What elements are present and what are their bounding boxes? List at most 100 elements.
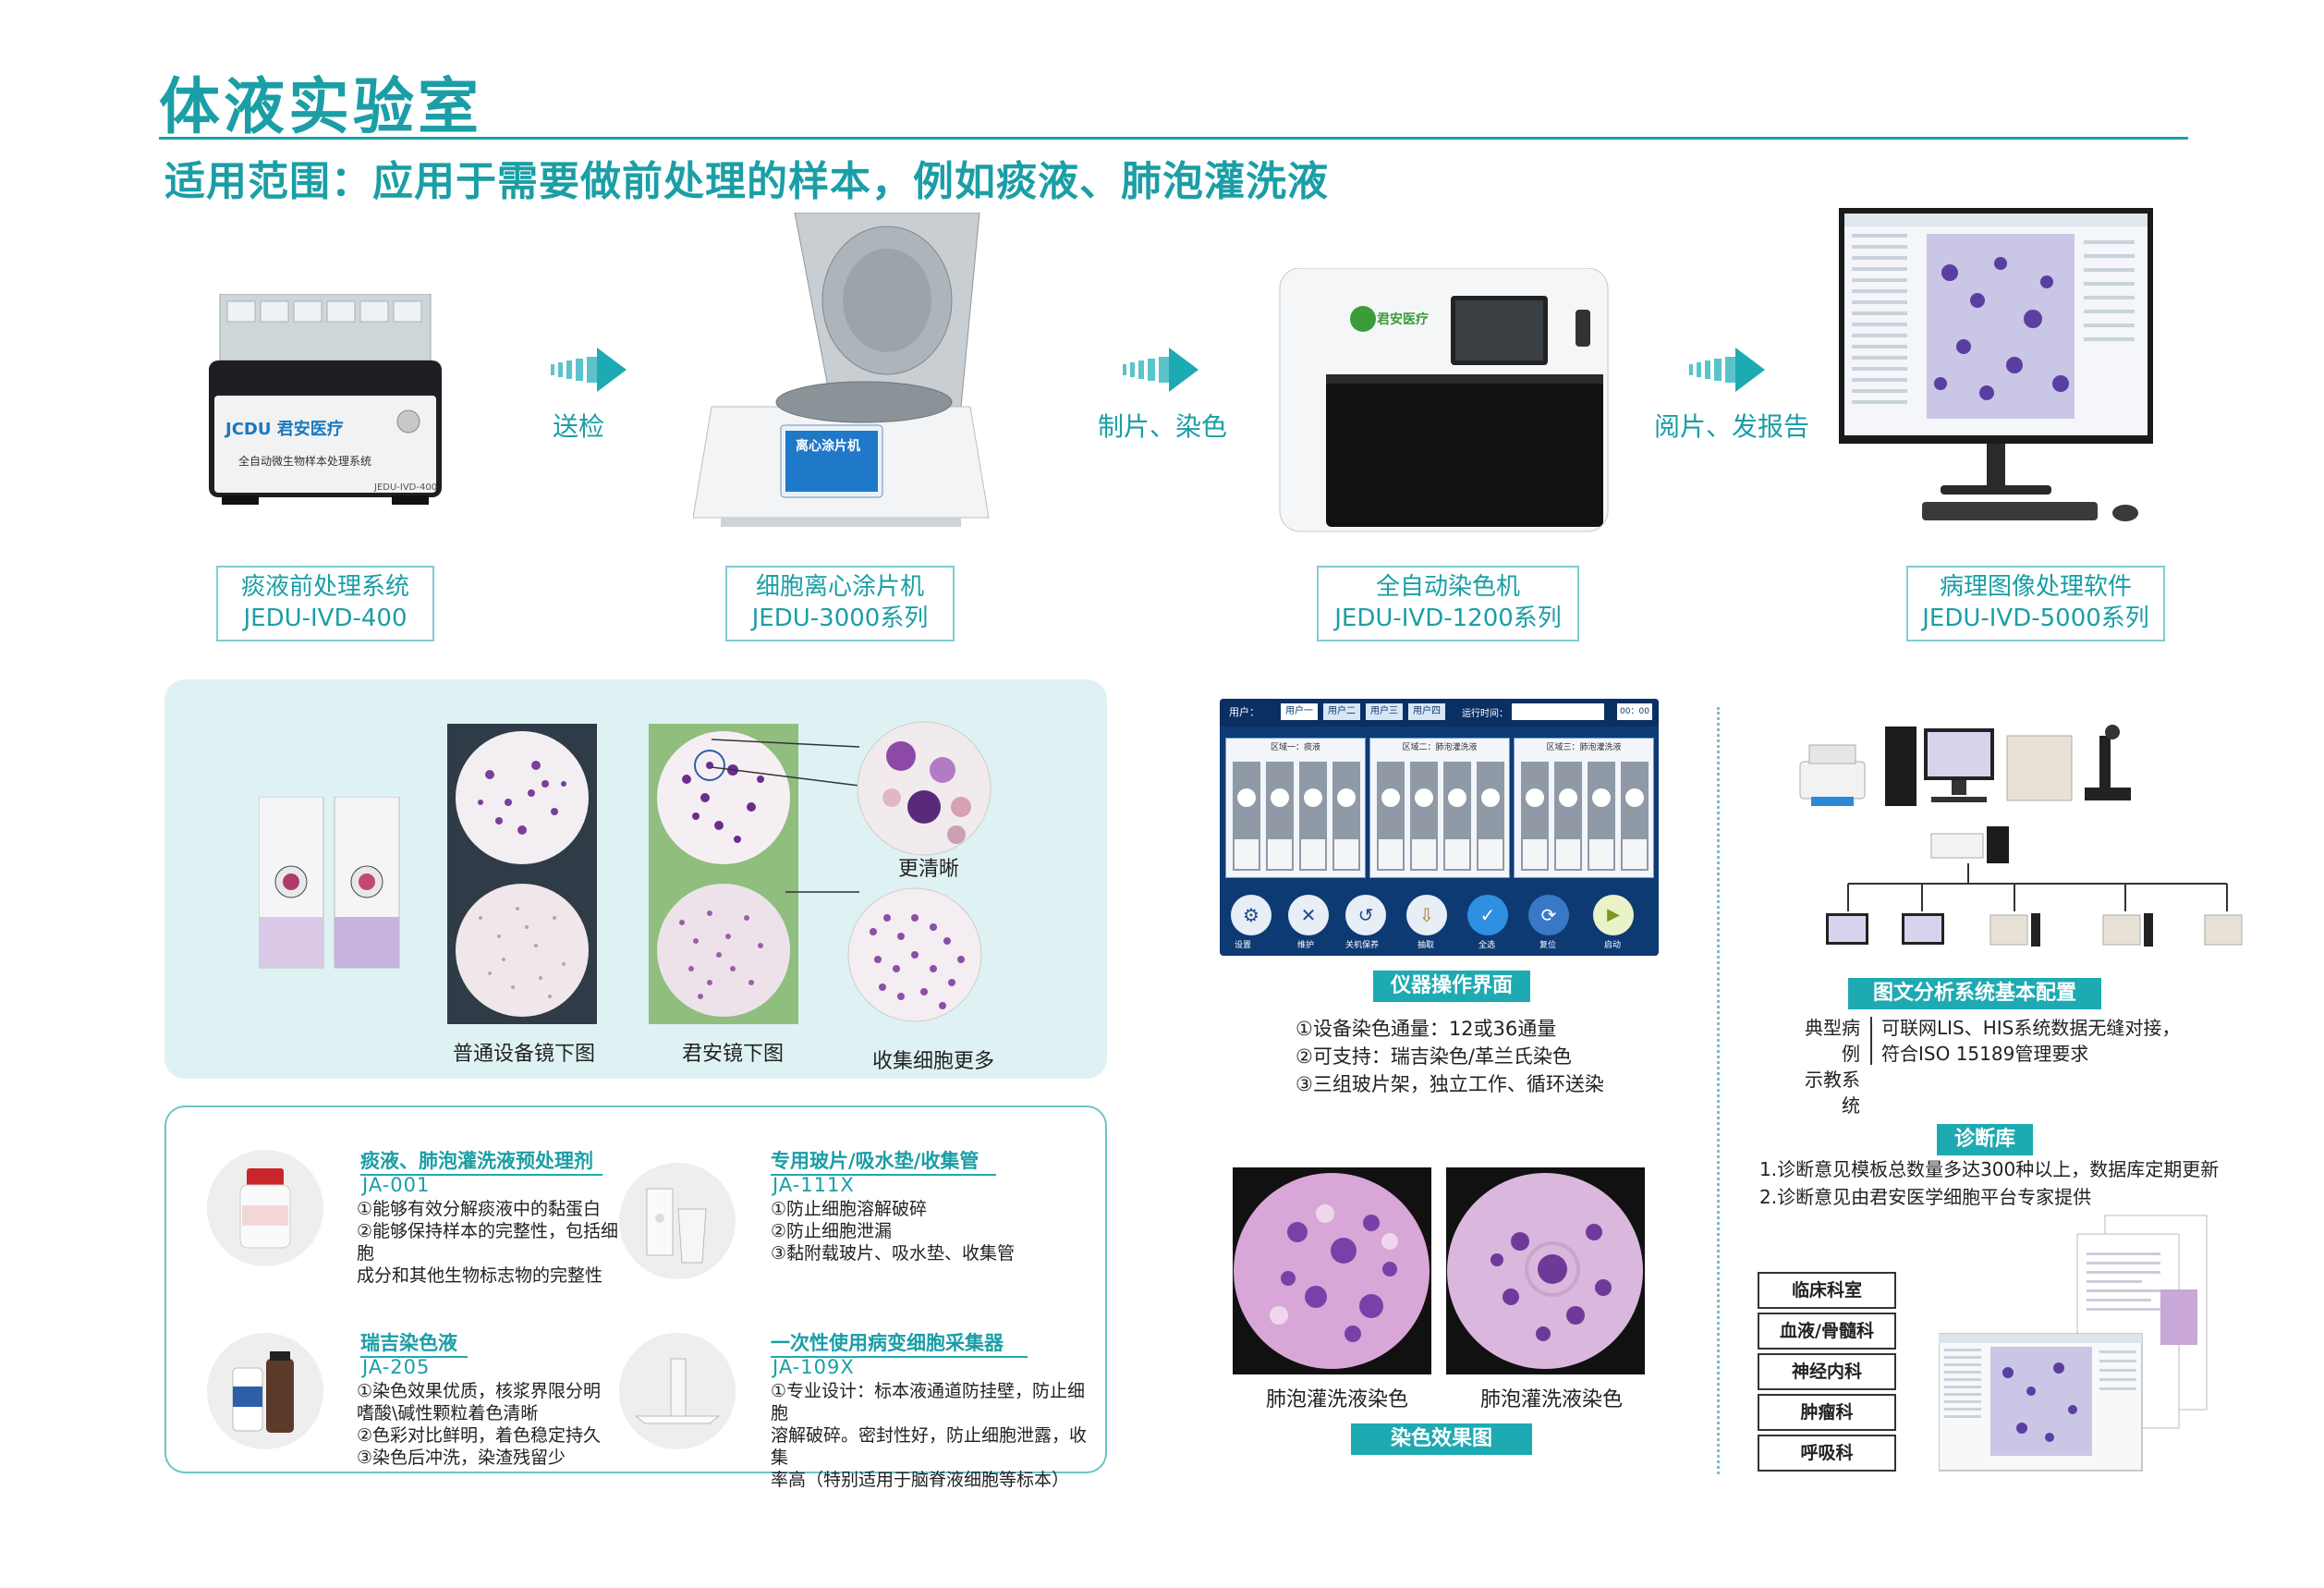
cell-collector-image	[619, 1333, 736, 1449]
product-description: ①染色效果优质，核浆界限分明 嗜酸\碱性颗粒着色清晰 ②色彩对比鲜明，着色稳定持…	[357, 1381, 602, 1468]
flow-arrow-icon	[551, 348, 627, 392]
stain-caption-2: 肺泡灌洗液染色	[1480, 1388, 1624, 1411]
settings-gear-icon[interactable]: ⚙	[1231, 895, 1272, 935]
instrument-ui-screen: 用户： 用户一 用户二 用户三 用户四 运行时间： 00：00 区域一：痰液 区…	[1220, 699, 1659, 956]
product-description: ①能够有效分解痰液中的黏蛋白 ②能够保持样本的完整性，包括细胞 成分和其他生物标…	[357, 1199, 619, 1286]
system-configuration-diagram	[1799, 725, 2243, 947]
page-subtitle: 适用范围：应用于需要做前处理的样本，例如痰液、肺泡灌洗液	[164, 158, 1329, 205]
button-label-reset: 复位	[1539, 941, 1557, 950]
instrument-ui-features: ①设备染色通量：12或36通量 ②可支持：瑞吉染色/革兰氏染色 ③三组玻片架，独…	[1296, 1018, 1604, 1095]
reset-refresh-icon[interactable]: ⟳	[1528, 895, 1569, 935]
run-time-track	[1512, 703, 1604, 720]
pretreatment-panel-model: JEDU-IVD-400	[374, 483, 438, 493]
caption-junan: 君安镜下图	[682, 1043, 785, 1066]
cytocentrifuge-screen-text: 离心涂片机	[796, 439, 860, 454]
user-tab-2[interactable]: 用户二	[1323, 703, 1360, 720]
section-divider	[1717, 707, 1720, 1474]
user-tab-3[interactable]: 用户三	[1366, 703, 1403, 720]
slide-slots	[1233, 762, 1649, 871]
device-label-cytocentrifuge: 细胞离心涂片机 JEDU-3000系列	[725, 566, 955, 641]
maintenance-wrench-icon[interactable]: ✕	[1288, 895, 1329, 935]
user-tab-1[interactable]: 用户一	[1281, 703, 1318, 720]
product-title: 痰液、肺泡灌洗液预处理剂	[360, 1146, 602, 1176]
page-title: 体液实验室	[159, 71, 482, 142]
device-name: 细胞离心涂片机	[755, 573, 924, 601]
product-code: JA-109X	[773, 1356, 855, 1378]
button-label-extract: 抽取	[1418, 941, 1435, 950]
step-label-stain: 制片、染色	[1098, 411, 1228, 442]
stain-caption-1: 肺泡灌洗液染色	[1266, 1388, 1409, 1411]
button-label-shutdown: 关机保养	[1345, 941, 1380, 950]
diagnosis-report-samples	[1939, 1215, 2208, 1472]
pretreatment-panel-text: 全自动微生物样本处理系统	[238, 455, 372, 468]
product-title: 瑞吉染色液	[360, 1328, 468, 1358]
products-panel	[164, 1105, 1107, 1473]
stainer-brand: 君安医疗	[1377, 312, 1429, 327]
config-separator	[1870, 1017, 1872, 1065]
flow-arrow-icon	[1123, 348, 1199, 392]
caption-clearer: 更清晰	[898, 858, 960, 881]
caption-normal-device: 普通设备镜下图	[453, 1043, 596, 1066]
button-label-select-all: 全选	[1478, 941, 1496, 950]
device-model: JEDU-IVD-400	[243, 605, 408, 632]
button-label-start: 启动	[1604, 941, 1622, 950]
zoomed-more-cells	[847, 887, 982, 1022]
shutdown-maintenance-icon[interactable]: ↺	[1345, 895, 1386, 935]
department-respiratory: 呼吸科	[1758, 1435, 1896, 1472]
zoomed-clear-cells	[857, 721, 992, 856]
department-oncology: 肿瘤科	[1758, 1394, 1896, 1431]
button-label-settings: 设置	[1235, 941, 1252, 950]
device-label-pretreatment: 痰液前处理系统 JEDU-IVD-400	[216, 566, 434, 641]
device-model: JEDU-IVD-5000系列	[1922, 605, 2149, 632]
department-neurology: 神经内科	[1758, 1353, 1896, 1390]
title-divider	[159, 137, 2188, 140]
glass-slides-image	[259, 797, 400, 969]
step-label-submit: 送检	[553, 411, 605, 442]
normal-micrograph-bottom	[456, 884, 589, 1017]
software-monitor-image	[1839, 208, 2153, 521]
button-label-maintenance: 维护	[1297, 941, 1315, 950]
diagnosis-badge: 诊断库	[1937, 1124, 2033, 1155]
caption-more-cells: 收集细胞更多	[872, 1050, 995, 1073]
device-name: 痰液前处理系统	[240, 573, 409, 601]
product-code: JA-205	[362, 1356, 431, 1378]
instrument-ui-badge: 仪器操作界面	[1373, 971, 1530, 1002]
normal-micrograph-top	[456, 731, 589, 864]
product-description: ①防止细胞溶解破碎 ②防止细胞泄漏 ③黏附载玻片、吸水垫、收集管	[771, 1199, 1016, 1264]
junan-micrograph-bottom	[657, 884, 790, 1017]
run-time-label: 运行时间：	[1462, 709, 1508, 719]
device-name: 全自动染色机	[1375, 573, 1520, 601]
pretreatment-device-image	[209, 294, 442, 505]
device-label-software: 病理图像处理软件 JEDU-IVD-5000系列	[1906, 566, 2165, 641]
product-code: JA-111X	[773, 1174, 855, 1196]
user-tab-4[interactable]: 用户四	[1408, 703, 1445, 720]
device-name: 病理图像处理软件	[1939, 573, 2132, 601]
extract-down-arrow-icon[interactable]: ⇩	[1406, 895, 1447, 935]
zoom-connector-lines	[712, 739, 860, 893]
device-model: JEDU-3000系列	[751, 605, 929, 632]
config-badge: 图文分析系统基本配置	[1848, 978, 2101, 1009]
department-hematology: 血液/骨髓科	[1758, 1313, 1896, 1350]
reagent-bottle-image	[207, 1150, 323, 1266]
wright-stain-image	[207, 1333, 323, 1449]
device-label-stainer: 全自动染色机 JEDU-IVD-1200系列	[1317, 566, 1579, 641]
start-play-icon[interactable]: ▶	[1593, 895, 1634, 935]
user-label: 用户：	[1229, 706, 1259, 718]
select-all-check-icon[interactable]: ✓	[1467, 895, 1508, 935]
product-title: 专用玻片/吸水垫/收集管	[771, 1146, 996, 1176]
product-code: JA-001	[362, 1174, 431, 1196]
pretreatment-brand: JCDU 君安医疗	[225, 420, 344, 439]
department-clinical: 临床科室	[1758, 1272, 1896, 1309]
step-label-report: 阅片、发报告	[1654, 411, 1810, 442]
flow-arrow-icon	[1689, 348, 1765, 392]
cytocentrifuge-image	[693, 213, 990, 527]
product-description: ①专业设计：标本液通道防挂壁，防止细胞 溶解破碎。密封性好，防止细胞泄露，收集 …	[771, 1381, 1088, 1490]
diagnosis-text: 1.诊断意见模板总数量多达300种以上，数据库定期更新 2.诊断意见由君安医学细…	[1759, 1158, 2220, 1208]
junan-micrograph-top	[657, 731, 790, 864]
run-time-value: 00：00	[1617, 703, 1652, 720]
stain-result-badge: 染色效果图	[1351, 1423, 1532, 1455]
config-right-text: 可联网LIS、HIS系统数据无缝对接， 符合ISO 15189管理要求	[1881, 1017, 2181, 1065]
stainer-image	[1279, 268, 1609, 532]
device-model: JEDU-IVD-1200系列	[1334, 605, 1562, 632]
stain-result-image-2	[1446, 1167, 1645, 1374]
